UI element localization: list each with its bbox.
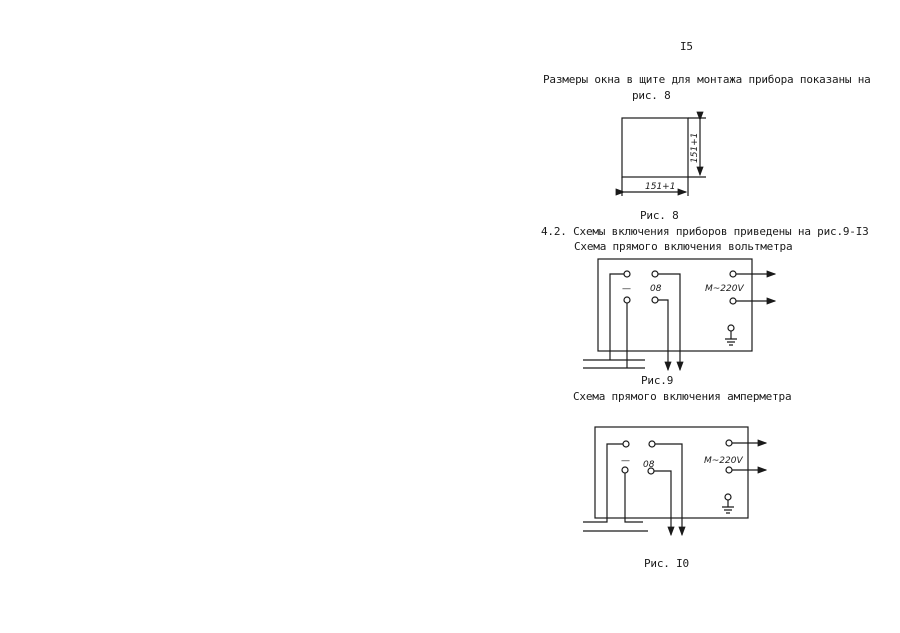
fig10-ob-label: 08 [643,460,655,470]
fig10-minus-label: — [621,456,630,466]
fig8-height-dimension: 151+1 [690,133,700,163]
fig8-caption: Рис. 8 [640,209,679,222]
fig9-minus-label: — [622,284,631,294]
fig10-caption: Рис. I0 [644,557,689,570]
section-heading: 4.2. Схемы включения приборов приведены … [541,225,869,238]
fig9-ob-label: 08 [650,284,662,294]
page-number: I5 [680,40,693,53]
fig8-width-dimension: 151+1 [645,182,675,192]
figure-8-window-drawing [615,111,706,196]
fig9-power-label: M~220V [705,284,744,294]
figure-9-voltmeter-schematic [583,258,777,372]
fig9-caption: Рис.9 [641,374,674,387]
fig9-title: Схема прямого включения вольтметра [574,240,793,253]
fig10-title: Схема прямого включения амперметра [573,390,792,403]
figure-10-ammeter-schematic [583,426,768,537]
fig10-power-label: M~220V [704,456,743,466]
intro-text-line1: Размеры окна в щите для монтажа прибора … [543,73,871,86]
intro-text-line2: рис. 8 [632,89,671,102]
